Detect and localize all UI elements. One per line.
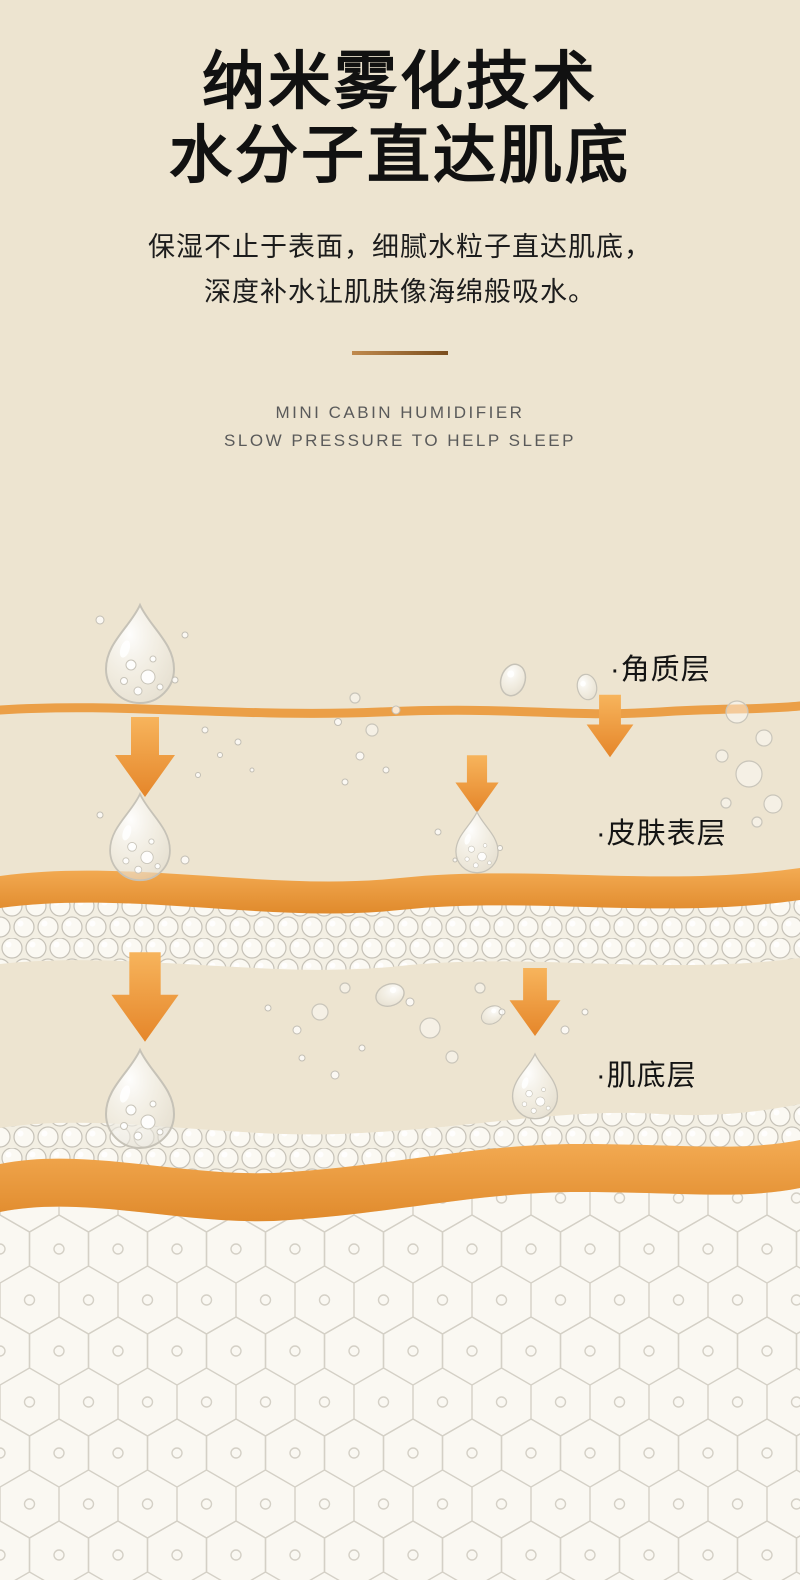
water-drop-small-icon xyxy=(574,671,600,703)
subtitle-text: 保湿不止于表面，细腻水粒子直达肌底， 深度补水让肌肤像海绵般吸水。 xyxy=(0,225,800,314)
water-drop-icon xyxy=(455,811,499,874)
label-epidermis-surface: ·皮肤表层 xyxy=(596,818,727,850)
skin-base-band xyxy=(0,1104,800,1580)
caption-line-2: SLOW PRESSURE TO HELP SLEEP xyxy=(224,430,576,450)
bubbles-cluster-right xyxy=(715,700,783,828)
down-arrow-icon xyxy=(111,952,179,1042)
water-drop-icon xyxy=(105,604,175,704)
water-drop-icon xyxy=(109,793,171,882)
title-line-1: 纳米雾化技术 xyxy=(202,47,598,117)
down-arrow-icon xyxy=(115,717,175,797)
label-stratum-corneum: ·角质层 xyxy=(610,654,711,686)
label-skin-base: ·肌底层 xyxy=(596,1060,697,1092)
subtitle-line-2: 深度补水让肌肤像海绵般吸水。 xyxy=(204,276,596,307)
title-line-2: 水分子直达肌底 xyxy=(169,120,631,191)
english-caption: MINI CABIN HUMIDIFIER SLOW PRESSURE TO H… xyxy=(0,399,800,455)
down-arrow-icon xyxy=(586,694,634,758)
epidermis-band xyxy=(0,868,800,970)
page-title: 纳米雾化技术 水分子直达肌底 xyxy=(0,0,800,193)
dots-trail-left xyxy=(95,615,255,865)
down-arrow-icon xyxy=(455,755,499,813)
down-arrow-icon xyxy=(509,968,561,1036)
stratum-corneum-line xyxy=(0,701,800,719)
caption-line-1: MINI CABIN HUMIDIFIER xyxy=(275,402,525,422)
water-drop-small-icon xyxy=(495,660,531,700)
water-drop-icon xyxy=(511,1053,559,1120)
water-drop-icon xyxy=(105,1049,175,1149)
subtitle-line-1: 保湿不止于表面，细腻水粒子直达肌底， xyxy=(148,232,652,263)
divider-bar xyxy=(352,350,448,355)
skin-layer-artwork xyxy=(0,604,800,1580)
bubbles-cluster-middle xyxy=(334,692,503,863)
bubbles-trail-center xyxy=(264,982,589,1080)
skin-layers-illustration: ·角质层 ·皮肤表层 ·肌底层 xyxy=(0,560,800,1580)
water-drop-small-icon xyxy=(372,979,408,1011)
header-section: 纳米雾化技术 水分子直达肌底 保湿不止于表面，细腻水粒子直达肌底， 深度补水让肌… xyxy=(0,0,800,455)
honeycomb-tissue xyxy=(0,1188,800,1580)
